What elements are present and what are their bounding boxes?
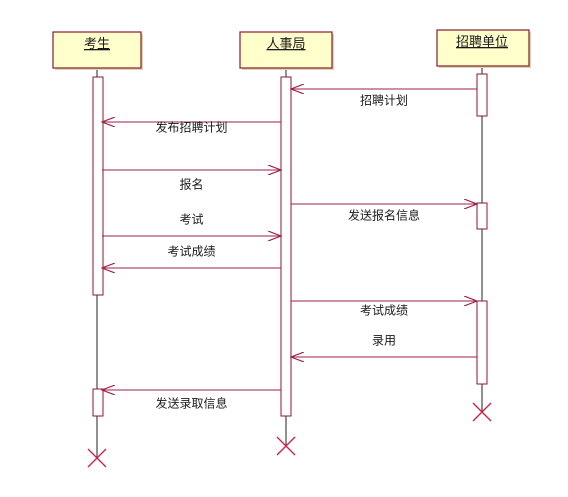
activation-bar-3-1 [476, 73, 488, 117]
activation-bar-3-2 [476, 202, 488, 230]
message-1: 招聘计划 [291, 89, 477, 108]
message-7: 考试成绩 [291, 301, 477, 318]
message-label: 招聘计划 [360, 94, 408, 108]
message-2: 发布招聘计划 [102, 120, 281, 135]
activation-bar-3-3 [476, 300, 488, 385]
activations-layer [92, 73, 488, 417]
message-label: 发送录取信息 [155, 396, 227, 411]
message-label: 报名 [179, 177, 203, 192]
destroy-marker-icon [87, 448, 107, 468]
message-5: 考试 [102, 212, 281, 237]
destroy-layer [87, 402, 492, 468]
activation-bar-1-2 [92, 388, 104, 417]
activation-bar-2-1 [280, 76, 292, 417]
message-8: 录用 [291, 334, 477, 358]
message-label: 发布招聘计划 [155, 120, 227, 135]
message-6: 考试成绩 [102, 244, 281, 269]
actor-box-frame [52, 31, 142, 69]
actor-box-2: 人事局 [239, 31, 334, 70]
message-9: 发送录取信息 [102, 390, 281, 411]
actor-box-3: 招聘单位 [436, 29, 531, 68]
actors-layer: 考生 人事局 招聘单位 [52, 29, 531, 70]
message-3: 报名 [102, 170, 281, 192]
message-label: 发送报名信息 [348, 208, 420, 223]
actor-box-frame [436, 29, 530, 67]
actor-box-1: 考生 [52, 31, 143, 70]
message-4: 发送报名信息 [291, 204, 477, 223]
message-label: 考试成绩 [167, 244, 215, 259]
actor-name: 人事局 [266, 37, 305, 52]
actor-box-frame [239, 31, 333, 69]
destroy-marker-icon [276, 436, 296, 456]
message-label: 考试成绩 [360, 303, 408, 318]
actor-name: 招聘单位 [456, 35, 508, 50]
message-label: 考试 [179, 212, 203, 227]
actor-name: 考生 [84, 37, 110, 52]
destroy-marker-icon [472, 402, 492, 422]
activation-bar-1-1 [92, 76, 104, 296]
message-label: 录用 [372, 334, 396, 348]
